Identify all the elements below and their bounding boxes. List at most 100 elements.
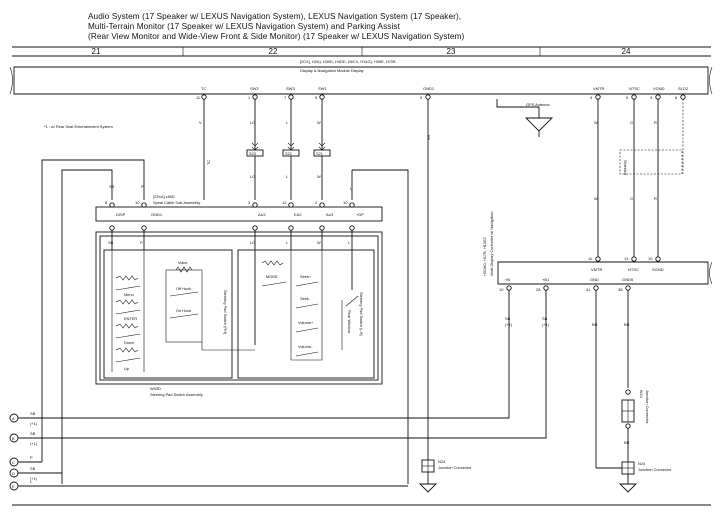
svg-text:C: C [12,460,15,465]
svg-text:10: 10 [343,200,348,205]
svg-text:W: W [317,240,321,245]
nav-pin-sgnd: SGND 10 [648,256,664,272]
rear-window-switch: Rear Window [347,310,352,334]
svg-text:P: P [30,455,33,460]
column-21: 21 [92,47,101,56]
switch-menu: Menu [124,292,134,297]
svg-text:SB: SB [505,316,511,321]
svg-text:8: 8 [105,200,108,205]
title-line-1: Audio System (17 Speaker w/ LEXUS Naviga… [88,12,461,21]
pin-ntsc-top: NTSC 5 [626,86,640,100]
svg-text:Junction Connector: Junction Connector [638,467,672,472]
switch-off-hook: Off Hook [176,286,191,291]
svg-text:Junction Connector: Junction Connector [438,465,472,470]
svg-text:10: 10 [648,256,653,261]
switch-mode: MODE [266,274,278,279]
junction-connector-n24: N24 Junction Connector [621,461,672,475]
svg-text:3: 3 [650,95,653,100]
svg-text:P: P [140,240,143,245]
ground-left: N24 Junction Connector [418,459,472,493]
svg-text:SW2: SW2 [250,86,259,91]
svg-text:L: L [348,240,351,245]
svg-text:VMTR: VMTR [593,86,604,91]
svg-text:11: 11 [196,95,201,100]
connector-c: C P [9,455,42,467]
svg-text:DISP: DISP [116,212,126,217]
svg-text:S22: S22 [285,151,292,156]
steering-pad-code: W93D [150,386,161,391]
shielded-box [619,149,683,175]
nav-receiver-name: Multi-Display Controller w/ Navigation [489,211,494,276]
display-module-name: Display & Navigation Module Display [300,68,364,73]
spiral-cable-box [95,206,383,222]
svg-text:SB: SB [108,240,114,245]
svg-text:38: 38 [618,287,623,292]
svg-text:L: L [30,479,33,484]
svg-text:L: L [286,120,289,125]
svg-text:EA2: EA2 [294,212,302,217]
svg-text:5: 5 [626,95,629,100]
svg-text:(+1): (+1) [505,322,513,327]
svg-text:BR: BR [624,322,630,327]
connector-b: B SB (+1) [9,431,38,446]
switch-up: Up [124,366,129,371]
connector-a: A SB (+1) [9,411,38,426]
inline-s21: S21 [313,142,331,157]
svg-text:VMTR: VMTR [591,267,602,272]
svg-text:S23: S23 [249,151,256,156]
svg-text:G: G [630,196,633,201]
svg-text:LG: LG [250,240,255,245]
switch-seek-minus: Seek- [300,296,311,301]
switch-volume-plus: Volume+ [298,320,314,325]
svg-text:W: W [594,120,598,125]
svg-text:1: 1 [248,95,251,100]
svg-text:SB: SB [109,184,115,189]
spiral-cable-codes: [23XA] z60D [153,194,175,199]
connector-d: D SB (+1) [9,466,62,481]
svg-text:BR: BR [624,440,630,445]
svg-text:GND: GND [590,277,599,282]
switch-seek-plus: Seek+ [300,274,312,279]
pin-gnd1: GND1 9 [420,86,435,100]
svg-text:9: 9 [420,95,423,100]
switch-on-hook: On Hook [176,308,191,313]
svg-text:V: V [199,120,202,125]
svg-text:N24: N24 [438,459,446,464]
svg-text:SW3: SW3 [286,86,295,91]
svg-text:(+1): (+1) [30,421,38,426]
svg-text:S21: S21 [316,151,323,156]
pin-vmtr-top: VMTR 4 [590,86,604,100]
pin-side-tc: TC [206,160,211,165]
switch-voice: Voice [178,260,188,265]
left-switch-box [103,249,233,379]
spiral-pin-ea2: EA2 12 [282,200,302,217]
svg-text:+B1: +B1 [542,277,550,282]
gps-antenna: GPS Antenna [496,99,554,137]
switch-enter: ENTER [124,316,137,321]
svg-text:TC: TC [201,86,206,91]
svg-text:13: 13 [624,256,629,261]
steering-pad-name: Steering Pad Switch Assembly [150,392,203,397]
svg-text:W: W [317,174,321,179]
svg-text:10: 10 [499,287,504,292]
svg-text:GND1: GND1 [151,212,163,217]
svg-text:AU1: AU1 [326,212,335,217]
svg-text:SW1: SW1 [318,86,327,91]
svg-text:7: 7 [284,95,287,100]
svg-text:(+1): (+1) [30,441,38,446]
footnote: *1 : w/ Rear Seat Entertainment System [44,124,113,129]
switch-rh-label: Steering Pad Switch (RH) [223,290,228,335]
svg-text:Junction Connector: Junction Connector [645,390,650,424]
svg-text:N24: N24 [638,461,646,466]
svg-text:LG: LG [250,174,255,179]
pin-sw2: SW2 1 [248,86,259,100]
switch-down: Down [124,340,134,345]
svg-text:L: L [350,186,353,191]
svg-text:SB: SB [542,316,548,321]
svg-text:E: E [12,484,15,489]
svg-text:NTSC: NTSC [629,86,640,91]
svg-text:R: R [654,120,657,125]
svg-text:3: 3 [248,200,251,205]
column-23: 23 [447,47,456,56]
svg-text:P: P [141,184,144,189]
